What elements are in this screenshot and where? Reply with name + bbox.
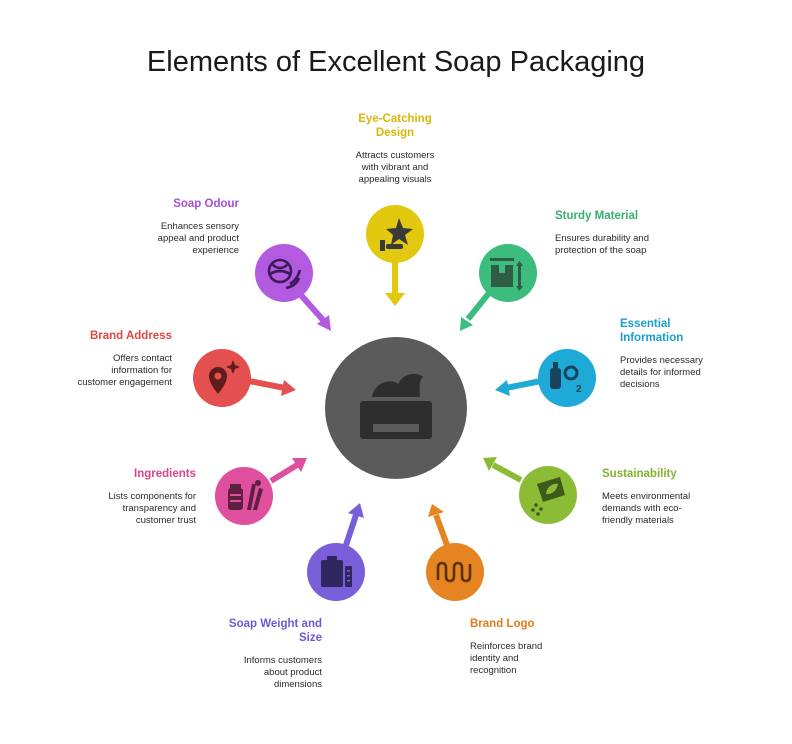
label-logo-title: Brand Logo <box>470 618 535 630</box>
clipboard-scale-icon <box>321 556 352 587</box>
arrow-address <box>248 378 296 396</box>
node-eye <box>366 205 424 263</box>
page-title: Elements of Excellent Soap Packaging <box>146 46 646 78</box>
svg-text:2: 2 <box>576 384 582 395</box>
label-ingredients: Ingredients Lists components for transpa… <box>46 467 196 527</box>
label-logo-desc: Reinforces brand identity and recognitio… <box>470 641 543 676</box>
label-info: Essential Information Provides necessary… <box>620 317 770 391</box>
label-sturdy: Sturdy Material Ensures durability and p… <box>555 209 715 257</box>
arrow-weight <box>343 503 364 546</box>
label-logo: Brand Logo Reinforces brand identity and… <box>470 617 620 677</box>
label-sustain-title: Sustainability <box>602 468 677 480</box>
arrow-info <box>495 378 542 396</box>
node-info: 2 <box>538 349 596 407</box>
arrow-sturdy <box>460 291 492 331</box>
label-sustain: Sustainability Meets environmental deman… <box>602 467 752 527</box>
label-sustain-desc: Meets environmental demands with eco- fr… <box>602 491 691 526</box>
arrows <box>248 262 542 547</box>
label-ingredients-desc: Lists components for transparency and cu… <box>108 491 196 526</box>
star-hand-icon <box>380 218 413 251</box>
node-sturdy <box>479 244 537 302</box>
label-eye-desc: Attracts customers with vibrant and appe… <box>355 150 435 185</box>
label-sturdy-title: Sturdy Material <box>555 210 639 222</box>
label-ingredients-title: Ingredients <box>134 468 196 480</box>
label-odour: Soap Odour Enhances sensory appeal and p… <box>89 197 239 257</box>
scent-ball-icon <box>267 258 302 290</box>
arrow-logo <box>428 504 450 547</box>
box-dimensions-icon <box>490 258 523 291</box>
label-address-desc: Offers contact information for customer … <box>77 353 172 388</box>
label-info-title: Essential Information <box>620 318 684 344</box>
label-weight: Soap Weight and Size Informs customers a… <box>172 617 322 691</box>
label-address-title: Brand Address <box>89 330 172 342</box>
label-eye-title: Eye-Catching Design <box>358 113 432 139</box>
label-sturdy-desc: Ensures durability and protection of the… <box>555 233 649 256</box>
soap-jar-icon <box>360 373 432 439</box>
label-info-desc: Provides necessary details for informed … <box>620 355 703 390</box>
label-odour-title: Soap Odour <box>173 198 239 210</box>
arrow-ingredients <box>269 458 307 484</box>
node-address <box>193 349 251 407</box>
label-weight-title: Soap Weight and Size <box>228 618 322 644</box>
jar-herbs-icon <box>228 480 263 510</box>
node-odour <box>255 244 313 302</box>
node-logo <box>426 543 484 601</box>
location-pin-icon <box>209 360 240 394</box>
label-eye: Eye-Catching Design Attracts customers w… <box>335 112 455 186</box>
label-address: Brand Address Offers contact information… <box>22 329 172 389</box>
label-odour-desc: Enhances sensory appeal and product expe… <box>157 221 239 256</box>
leaf-pack-icon <box>531 477 565 516</box>
node-ingredients <box>215 467 273 525</box>
node-weight <box>307 543 365 601</box>
arrow-odour <box>297 292 331 331</box>
node-sustain <box>519 466 577 524</box>
wave-logo-icon <box>436 561 472 583</box>
arrow-sustain <box>483 457 523 483</box>
arrow-eye <box>385 262 405 306</box>
oxygen-bottle-icon: 2 <box>550 362 582 395</box>
label-weight-desc: Informs customers about product dimensio… <box>243 655 322 690</box>
center-node <box>325 337 467 479</box>
